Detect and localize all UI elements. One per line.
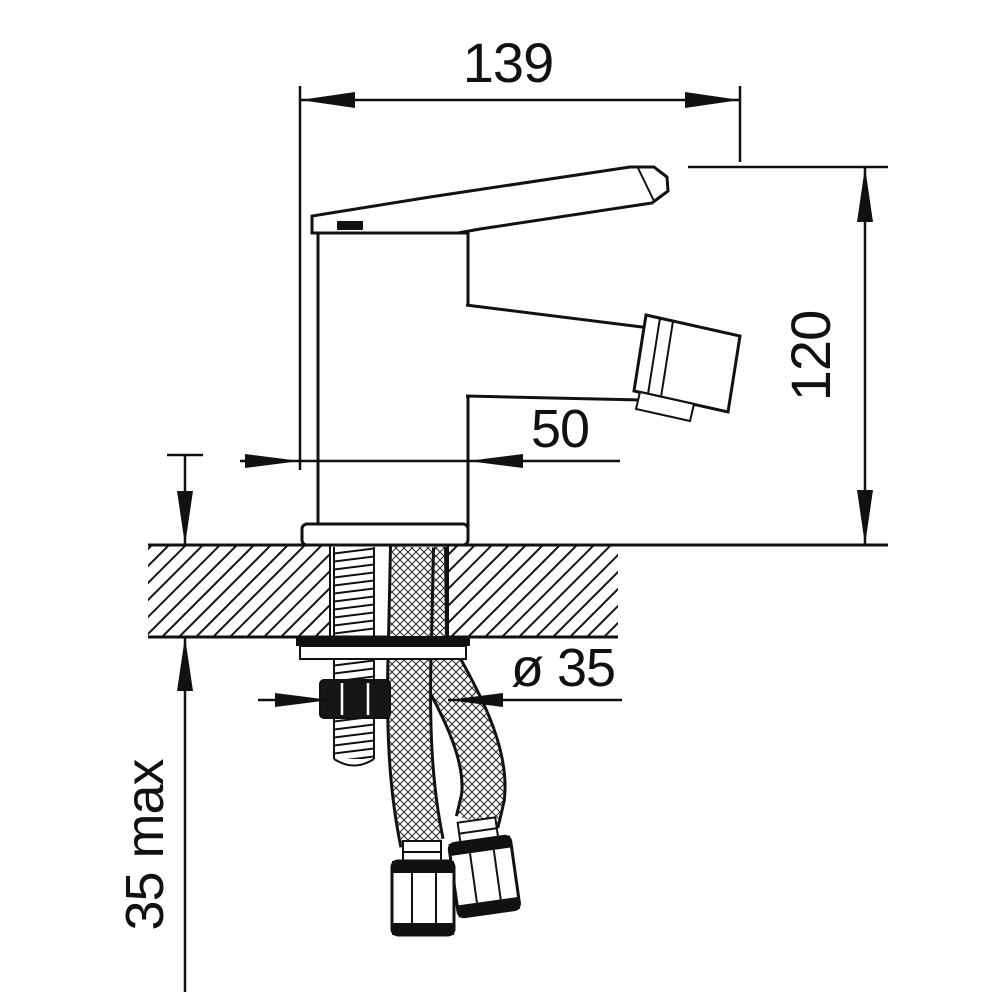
aerator-ring-line [647, 317, 661, 395]
dim-50-arrow-right [468, 454, 523, 468]
dim-diameter-35: ø 35 [258, 638, 622, 707]
spout-top-edge [465, 303, 651, 330]
dim-35-max: 35 max [115, 453, 203, 992]
dim-50-label: 50 [531, 399, 589, 459]
supply-hose-right [401, 546, 507, 829]
dim-120-arrow-bottom [857, 490, 873, 545]
faucet-body [316, 231, 470, 528]
hose-nut-facet [492, 849, 502, 900]
aerator [632, 313, 742, 414]
dim-50: 50 [240, 399, 620, 468]
washer-plate [296, 636, 470, 660]
dim-120-arrow-top [857, 167, 873, 222]
hose-nut-right [447, 816, 521, 919]
cartridge-cap-mark [337, 221, 363, 230]
rod-end-cap [333, 758, 375, 767]
spout-bottom-edge [465, 394, 641, 402]
faucet-drawing [300, 165, 742, 547]
dim-50-arrow-left [245, 454, 300, 468]
deck-hatch-left [148, 546, 330, 636]
dim-35max-label: 35 max [115, 758, 175, 930]
mounting-nut [319, 679, 391, 719]
washer-gasket [299, 645, 467, 660]
dim-120-label: 120 [779, 311, 842, 401]
base-flange [300, 522, 470, 547]
deck-hatch-right [448, 546, 618, 636]
dim-139: 139 [298, 31, 742, 470]
dim-d35-arrow-right [448, 693, 503, 707]
supply-hose-left [386, 546, 445, 848]
mounting-deck [148, 543, 888, 639]
aerator-outlet [634, 390, 696, 423]
hose-nut-left [390, 840, 456, 937]
dim-35max-arrow-up [177, 637, 193, 691]
dim-d35-arrow-left [275, 693, 330, 707]
dim-d35-label: ø 35 [511, 638, 615, 698]
aerator-ring-line [660, 320, 674, 398]
dim-120: 120 [688, 165, 888, 545]
dim-139-arrow-right [685, 92, 740, 108]
hose-nut-facet [469, 853, 478, 903]
dim-35max-arrow-down [177, 491, 193, 545]
spout-cone [466, 305, 650, 400]
dim-139-arrow-left [300, 92, 355, 108]
handle-lever [310, 165, 670, 235]
handle-tip-cap-line [637, 167, 655, 202]
dim-139-label: 139 [463, 31, 553, 94]
washer-metal-plate [296, 636, 470, 646]
